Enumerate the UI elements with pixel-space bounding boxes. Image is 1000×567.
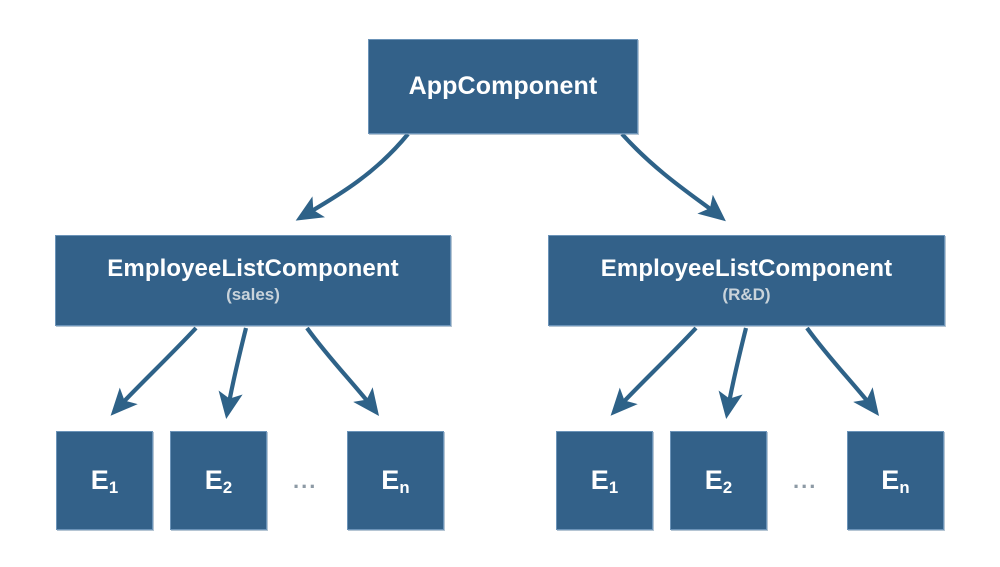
node-leaf-sales-en-label: En	[381, 464, 410, 498]
leaf-subscript: 1	[108, 478, 119, 498]
leaf-subscript: 2	[722, 478, 733, 498]
node-leaf-sales-e2-label: E2	[204, 464, 233, 498]
ellipsis-sales: ...	[293, 468, 318, 493]
leaf-base: E	[704, 464, 723, 495]
node-leaf-sales-e1-label: E1	[90, 464, 119, 498]
edge-root-to-branch-sales	[295, 132, 410, 221]
node-leaf-sales-e2[interactable]: E2	[170, 431, 267, 530]
leaf-subscript: 2	[222, 478, 233, 498]
node-employee-list-component-sales-label: EmployeeListComponent	[107, 254, 399, 282]
leaf-subscript: n	[899, 478, 910, 498]
node-leaf-rnd-en[interactable]: En	[847, 431, 944, 530]
node-employee-list-component-rnd[interactable]: EmployeeListComponent (R&D)	[548, 235, 945, 326]
edge-sales-to-leaf-1	[110, 326, 198, 416]
leaf-base: E	[881, 464, 900, 495]
node-leaf-rnd-e2-label: E2	[704, 464, 733, 498]
edge-rnd-to-leaf-n	[805, 326, 880, 417]
node-employee-list-component-sales-subtitle: (sales)	[226, 285, 280, 305]
leaf-base: E	[90, 464, 109, 495]
node-leaf-sales-en[interactable]: En	[347, 431, 444, 530]
leaf-subscript: n	[399, 478, 410, 498]
node-leaf-sales-e1[interactable]: E1	[56, 431, 153, 530]
node-leaf-rnd-en-label: En	[881, 464, 910, 498]
node-leaf-rnd-e2[interactable]: E2	[670, 431, 767, 530]
leaf-base: E	[381, 464, 400, 495]
edge-root-to-branch-rnd	[620, 132, 726, 222]
node-app-component[interactable]: AppComponent	[368, 39, 638, 134]
node-app-component-label: AppComponent	[408, 71, 598, 100]
edge-rnd-to-leaf-2	[718, 327, 749, 419]
ellipsis-rnd: ...	[793, 468, 818, 493]
leaf-base: E	[590, 464, 609, 495]
node-employee-list-component-sales[interactable]: EmployeeListComponent (sales)	[55, 235, 451, 326]
leaf-subscript: 1	[608, 478, 619, 498]
node-leaf-rnd-e1-label: E1	[590, 464, 619, 498]
node-leaf-rnd-e1[interactable]: E1	[556, 431, 653, 530]
edge-rnd-to-leaf-1	[610, 326, 698, 416]
edge-sales-to-leaf-2	[218, 327, 249, 419]
edge-sales-to-leaf-n	[305, 326, 380, 417]
leaf-base: E	[204, 464, 223, 495]
node-employee-list-component-rnd-label: EmployeeListComponent	[600, 254, 893, 282]
node-employee-list-component-rnd-subtitle: (R&D)	[722, 285, 771, 305]
